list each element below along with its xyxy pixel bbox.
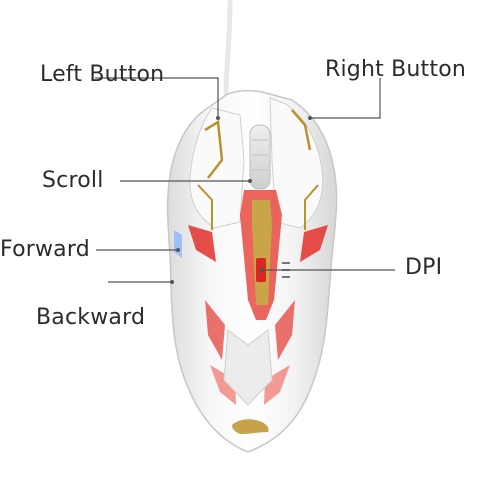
left-button-label: Left Button [40, 62, 165, 87]
callout-lines [95, 77, 395, 283]
right-button-line [310, 78, 381, 119]
side-button-glow [174, 230, 182, 258]
left-led-strip [188, 225, 216, 262]
scroll-wheel [249, 124, 271, 190]
palm-rest-panel [223, 329, 273, 406]
scroll-label: Scroll [42, 168, 104, 193]
right-button-label: Right Button [325, 57, 467, 82]
left-button-line [95, 77, 219, 118]
right-led-strip [300, 225, 328, 262]
forward-label: Forward [0, 237, 90, 262]
gold-trim-left [204, 119, 224, 179]
gold-trim-right [291, 109, 312, 151]
lower-left-led [205, 300, 225, 360]
dpi-label: DPI [405, 255, 443, 280]
lower-right-led [275, 300, 295, 360]
mouse-cable [223, 0, 233, 96]
jaguar-logo [232, 419, 269, 434]
backward-label: Backward [36, 305, 146, 330]
